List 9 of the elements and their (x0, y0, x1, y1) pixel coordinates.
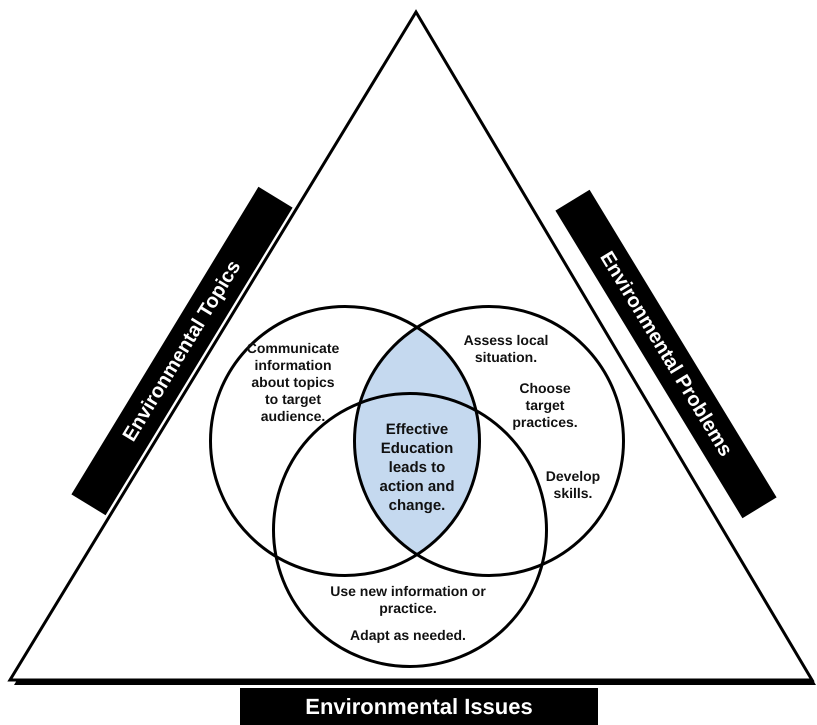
circle-text: Communicate information about topics to target audience. (246, 340, 340, 425)
circle-text: Adapt as needed. (349, 627, 467, 644)
circle-text: Effective Education leads to action and change. (378, 420, 456, 515)
circle-text: Assess local situation. (462, 332, 550, 366)
circle-text: Choose target practices. (511, 380, 579, 431)
circle-text: Use new information or practice. (329, 583, 487, 617)
circle-text: Develop skills. (544, 468, 602, 502)
band-label: Environmental Issues (305, 694, 533, 720)
label-band (240, 688, 598, 725)
